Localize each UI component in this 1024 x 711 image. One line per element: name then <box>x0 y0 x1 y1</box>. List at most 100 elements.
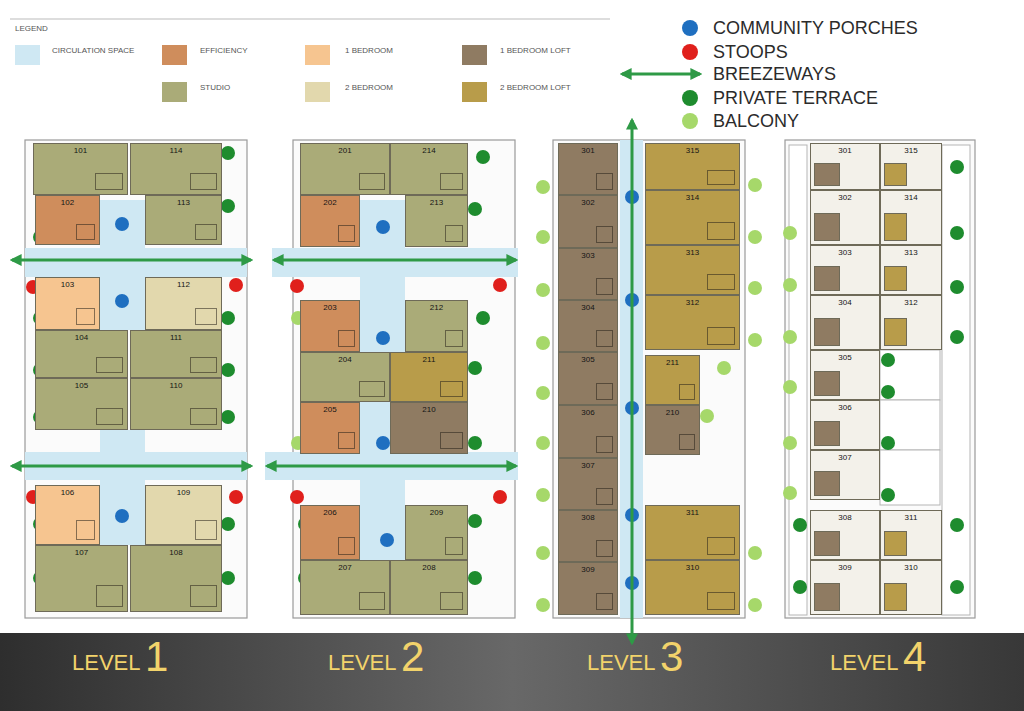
unit-number: 114 <box>170 147 183 155</box>
symbol-dot <box>881 385 895 399</box>
unit-number: 308 <box>581 514 594 522</box>
bath-outline <box>96 408 123 425</box>
bath-outline <box>440 592 463 610</box>
unit-box: 205 <box>300 402 360 454</box>
unit-number: 201 <box>338 147 351 155</box>
symbol-dot <box>221 517 235 531</box>
unit-number: 102 <box>61 199 74 207</box>
bath-outline <box>596 383 613 400</box>
bath-outline <box>359 173 385 190</box>
level-label: LEVEL <box>830 652 899 674</box>
symbol-dot <box>376 331 390 345</box>
loft-area <box>814 213 840 241</box>
symbol-dot <box>881 353 895 367</box>
level-label: 4 <box>903 636 926 678</box>
unit-box: 301 <box>810 143 880 190</box>
bath-outline <box>95 173 123 190</box>
unit-number: 315 <box>686 147 699 155</box>
unit-box: 311 <box>645 505 740 560</box>
unit-box: 313 <box>645 245 740 295</box>
unit-box: 305 <box>558 352 618 405</box>
loft-area <box>884 318 907 346</box>
symbol-dot <box>793 518 807 532</box>
terraces <box>789 145 970 615</box>
symbol-dot <box>115 509 129 523</box>
bath-outline <box>440 432 463 449</box>
unit-box: 309 <box>558 562 618 615</box>
symbol-dot <box>748 178 762 192</box>
unit-box: 211 <box>390 352 468 402</box>
unit-box: 303 <box>558 248 618 300</box>
symbol-dot <box>493 490 507 504</box>
unit-box: 206 <box>300 505 360 560</box>
bath-outline <box>679 434 695 450</box>
bath-outline <box>195 308 218 325</box>
bath-outline <box>195 520 218 540</box>
loft-area <box>884 163 907 186</box>
symbol-dot <box>748 598 762 612</box>
legend-text: STOOPS <box>713 43 788 61</box>
unit-number: 104 <box>75 334 88 342</box>
bath-outline <box>76 308 95 325</box>
unit-number: 113 <box>177 199 190 207</box>
bath-outline <box>707 537 735 555</box>
unit-box: 312 <box>880 295 942 350</box>
unit-number: 207 <box>338 564 351 572</box>
loft-area <box>884 266 907 291</box>
bath-outline <box>359 381 385 397</box>
symbol-dot <box>115 294 129 308</box>
symbol-dot <box>115 217 129 231</box>
unit-number: 304 <box>581 304 594 312</box>
breezeway-arrow <box>267 465 516 468</box>
bath-outline <box>596 173 613 190</box>
symbol-dot <box>783 278 797 292</box>
loft-area <box>884 583 907 611</box>
unit-box: 309 <box>810 560 880 615</box>
bath-outline <box>707 327 735 345</box>
symbol-dot <box>950 160 964 174</box>
symbol-dot <box>536 230 550 244</box>
unit-box: 203 <box>300 300 360 352</box>
bath-outline <box>440 381 463 397</box>
legend-rule <box>10 19 610 20</box>
unit-box: 310 <box>645 560 740 615</box>
symbol-dot <box>536 598 550 612</box>
bath-outline <box>359 592 385 610</box>
legend-dot <box>682 44 698 60</box>
bath-outline <box>596 226 613 243</box>
unit-number: 204 <box>338 356 351 364</box>
unit-box: 105 <box>35 378 128 430</box>
bath-outline <box>596 593 613 610</box>
symbol-dot <box>468 361 482 375</box>
symbol-dot <box>468 571 482 585</box>
unit-box: 210 <box>645 405 700 455</box>
symbol-dot <box>748 546 762 560</box>
unit-box: 306 <box>810 400 880 450</box>
unit-box: 302 <box>558 195 618 248</box>
building-outline <box>25 140 247 618</box>
bath-outline <box>338 537 355 555</box>
symbol-dot <box>221 363 235 377</box>
symbol-dot <box>468 436 482 450</box>
loft-area <box>814 583 840 611</box>
breezeway-arrow <box>631 120 634 643</box>
symbol-dot <box>536 386 550 400</box>
unit-number: 312 <box>904 299 917 307</box>
unit-number: 306 <box>581 409 594 417</box>
terrace-outline <box>880 450 940 505</box>
symbol-dot <box>793 580 807 594</box>
symbol-dots <box>26 146 964 612</box>
unit-box: 213 <box>405 195 468 247</box>
symbol-dot <box>783 226 797 240</box>
unit-box: 307 <box>810 450 880 500</box>
bath-outline <box>707 222 735 240</box>
unit-number: 306 <box>838 404 851 412</box>
symbol-dot <box>783 330 797 344</box>
symbol-dot <box>229 278 243 292</box>
unit-number: 101 <box>74 147 87 155</box>
symbol-dot <box>221 410 235 424</box>
unit-box: 304 <box>810 295 880 350</box>
unit-box: 211 <box>645 355 700 405</box>
unit-number: 305 <box>581 356 594 364</box>
unit-box: 102 <box>35 195 100 245</box>
